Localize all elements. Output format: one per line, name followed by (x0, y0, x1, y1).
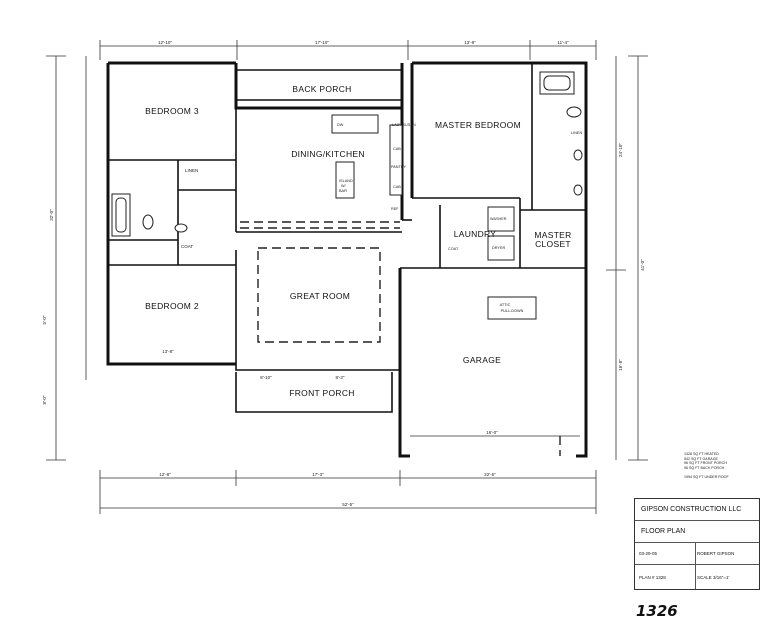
room-great-room: GREAT ROOM (290, 291, 350, 301)
label-linen-left: LINEN (185, 168, 198, 173)
label-island-2: W/ (341, 184, 347, 188)
attic-pull-down (487, 296, 537, 320)
label-dryer: DRYER (492, 246, 505, 250)
title-company: GIPSON CONSTRUCTION LLC (635, 499, 759, 521)
title-drawing: FLOOR PLAN (635, 521, 759, 543)
dim-bottom-right: 22'-5" (484, 472, 496, 477)
room-dining-kitchen: DINING/KITCHEN (291, 149, 365, 159)
label-linen-master: LINEN (571, 131, 582, 135)
room-master-closet-line2: CLOSET (535, 239, 571, 249)
dimension-lines (46, 40, 648, 514)
label-island-1: ISLAND (339, 179, 353, 183)
fixtures (111, 71, 583, 320)
label-ref: REF (391, 207, 399, 211)
label-cab-2: CAB (393, 185, 401, 189)
label-attic-2: PULL-DOWN (501, 309, 524, 313)
dim-bed2-width: 13'-8" (162, 349, 174, 354)
note-line: 542 SQ FT GARAGE (684, 456, 718, 461)
pantry-cabinets (389, 124, 403, 196)
dim-top-right-b: 11'-4" (557, 40, 569, 45)
room-laundry: LAUNDRY (454, 229, 497, 239)
washer (487, 206, 515, 232)
walls (106, 61, 588, 458)
dim-top-right-a: 13'-8" (464, 40, 476, 45)
kitchen-island (335, 161, 355, 199)
label-pantry: PANTRY (391, 165, 407, 169)
handwritten-plan-number: 1326 (636, 602, 678, 620)
title-plan-row: PLAN # 1328 SCALE 3/16"=1' (635, 565, 759, 589)
room-garage: GARAGE (463, 355, 501, 365)
title-plan: PLAN # 1328 (635, 565, 696, 589)
sink-left (174, 223, 188, 233)
label-cab-1: CAB (393, 147, 401, 151)
note-line: 1994 SQ FT UNDER ROOF (684, 474, 729, 479)
dim-bottom-mid: 17'-3" (312, 472, 324, 477)
dim-overall: 52'-5" (342, 502, 354, 507)
room-master-closet-line1: MASTER (534, 230, 571, 240)
fixture-labels: LINEN COAT DW LAZY SUSAN CAB PANTRY CAB … (181, 123, 582, 313)
dim-porch-b: 8'-3" (336, 375, 345, 380)
label-coat-left: COAT (181, 244, 193, 249)
room-bedroom-2: BEDROOM 2 (145, 301, 199, 311)
room-bedroom-3: BEDROOM 3 (145, 106, 199, 116)
area-notes: 1328 SQ FT HEATED 542 SQ FT GARAGE 96 SQ… (684, 452, 729, 480)
dim-porch-a: 8'-10" (260, 375, 272, 380)
dim-left-overall: 32'-0" (49, 209, 54, 221)
dim-top-mid: 17'-10" (315, 40, 329, 45)
note-line: 96 SQ FT BACK PORCH (684, 465, 725, 470)
label-dw: DW (337, 123, 344, 127)
dim-right-lower: 16'-8" (618, 359, 623, 371)
sink-master-1 (573, 149, 583, 161)
room-front-porch: FRONT PORCH (289, 388, 354, 398)
kitchen-sink-counter (331, 114, 379, 134)
room-labels: BEDROOM 3 BACK PORCH DINING/KITCHEN MAST… (145, 84, 571, 398)
room-back-porch: BACK PORCH (292, 84, 351, 94)
dim-right-upper: 24'-10" (618, 143, 623, 157)
note-line: 96 SQ FT FRONT PORCH (684, 461, 727, 466)
title-drawn-by: ROBERT GIPSON (697, 551, 735, 556)
label-washer: WASHER (490, 217, 507, 221)
dim-garage-door: 16'-0" (486, 430, 498, 435)
label-coat-laundry: COAT (448, 247, 459, 251)
dashed-lines (240, 221, 561, 456)
sink-master-2 (573, 184, 583, 196)
dim-porch-depth: 5'-0" (42, 315, 47, 324)
dim-top-left: 12'-10" (158, 40, 172, 45)
label-island-3: BAR (339, 189, 347, 193)
note-line: 1328 SQ FT HEATED (684, 452, 719, 456)
room-master-bedroom: MASTER BEDROOM (435, 120, 521, 130)
toilet-master (566, 106, 582, 118)
title-block: GIPSON CONSTRUCTION LLC FLOOR PLAN 03-29… (634, 498, 760, 590)
label-lazy-susan: LAZY SUSAN (392, 123, 416, 127)
title-scale: SCALE 3/16"=1' (697, 574, 730, 580)
title-date: 03-29-05 (635, 543, 696, 564)
dim-left-lower: 8'-0" (42, 395, 47, 404)
dryer (487, 235, 515, 261)
dim-bottom-left: 12'-8" (159, 472, 171, 477)
dimension-labels: 12'-10" 17'-10" 13'-8" 11'-4" 12'-8" 17'… (42, 40, 645, 507)
dim-right-overall: 41'-0" (640, 259, 645, 271)
label-attic-1: ATTIC (500, 303, 511, 307)
toilet-left (142, 214, 154, 230)
title-date-row: 03-29-05 ROBERT GIPSON (635, 543, 759, 565)
